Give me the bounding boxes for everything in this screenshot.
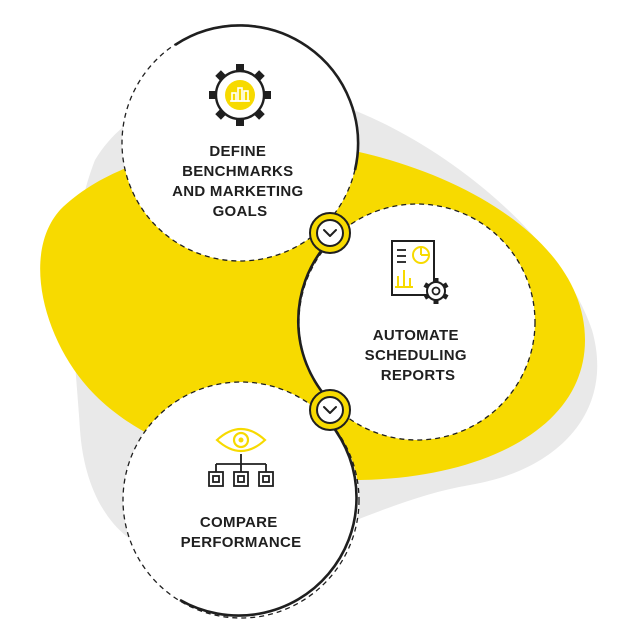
chevron-down-icon xyxy=(323,406,337,414)
connector-badge xyxy=(309,212,351,254)
eye-hierarchy-icon xyxy=(208,427,274,487)
connector-badge xyxy=(309,389,351,431)
circle-solid-arc xyxy=(179,422,358,617)
step-circle-automate-reports xyxy=(296,203,536,441)
report-gear-icon xyxy=(391,240,449,304)
step-1-label: DEFINE BENCHMARKS AND MARKETING GOALS xyxy=(172,143,308,220)
step-circle-compare-performance xyxy=(122,381,360,619)
step-3-label: COMPARE PERFORMANCE xyxy=(181,514,302,551)
step-circle-define-benchmarks xyxy=(121,24,360,262)
circle-solid-arc xyxy=(296,245,328,399)
chevron-down-icon xyxy=(323,229,337,237)
circle-solid-arc xyxy=(174,24,360,171)
gear-chart-icon xyxy=(209,64,271,126)
step-2-label: AUTOMATE SCHEDULING REPORTS xyxy=(365,327,472,384)
